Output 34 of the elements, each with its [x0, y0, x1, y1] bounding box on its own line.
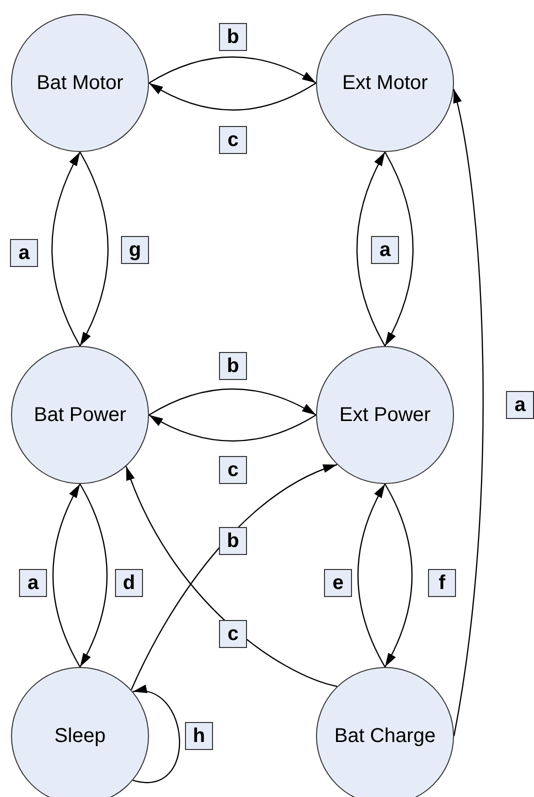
edge-label: c	[219, 620, 247, 648]
edge-label: e	[324, 569, 352, 597]
arrow	[148, 82, 316, 111]
edge-label: g	[121, 236, 149, 264]
edge-label: a	[506, 391, 534, 419]
edge-label: a	[10, 239, 38, 267]
arrow	[79, 152, 109, 346]
arrow	[79, 484, 108, 668]
edge-label: a	[371, 236, 399, 264]
state-name: Ext Power	[339, 403, 431, 428]
arrow	[384, 484, 413, 668]
arrow	[51, 152, 81, 346]
arrow	[148, 56, 316, 84]
arrow	[52, 484, 81, 668]
state-name: Sleep	[54, 724, 106, 749]
state-name: Bat Motor	[36, 71, 124, 96]
state-name: Ext Motor	[342, 71, 428, 96]
state-name: Bat Power	[34, 403, 126, 428]
arrow	[148, 388, 316, 416]
edge-label: d	[115, 569, 143, 597]
edge-label: h	[185, 722, 213, 750]
edge-label: b	[219, 23, 247, 51]
arrow	[384, 152, 414, 346]
arrow	[356, 152, 386, 346]
edge-label: a	[19, 569, 47, 597]
edge-label: b	[219, 352, 247, 380]
edge-label: f	[428, 569, 456, 597]
edge-label: b	[219, 527, 247, 555]
edge-label: c	[219, 456, 247, 484]
arrow	[132, 686, 180, 783]
arrow	[148, 414, 316, 442]
state-name: Bat Charge	[334, 724, 436, 749]
arrow	[357, 484, 386, 668]
edge-label: c	[219, 126, 247, 154]
